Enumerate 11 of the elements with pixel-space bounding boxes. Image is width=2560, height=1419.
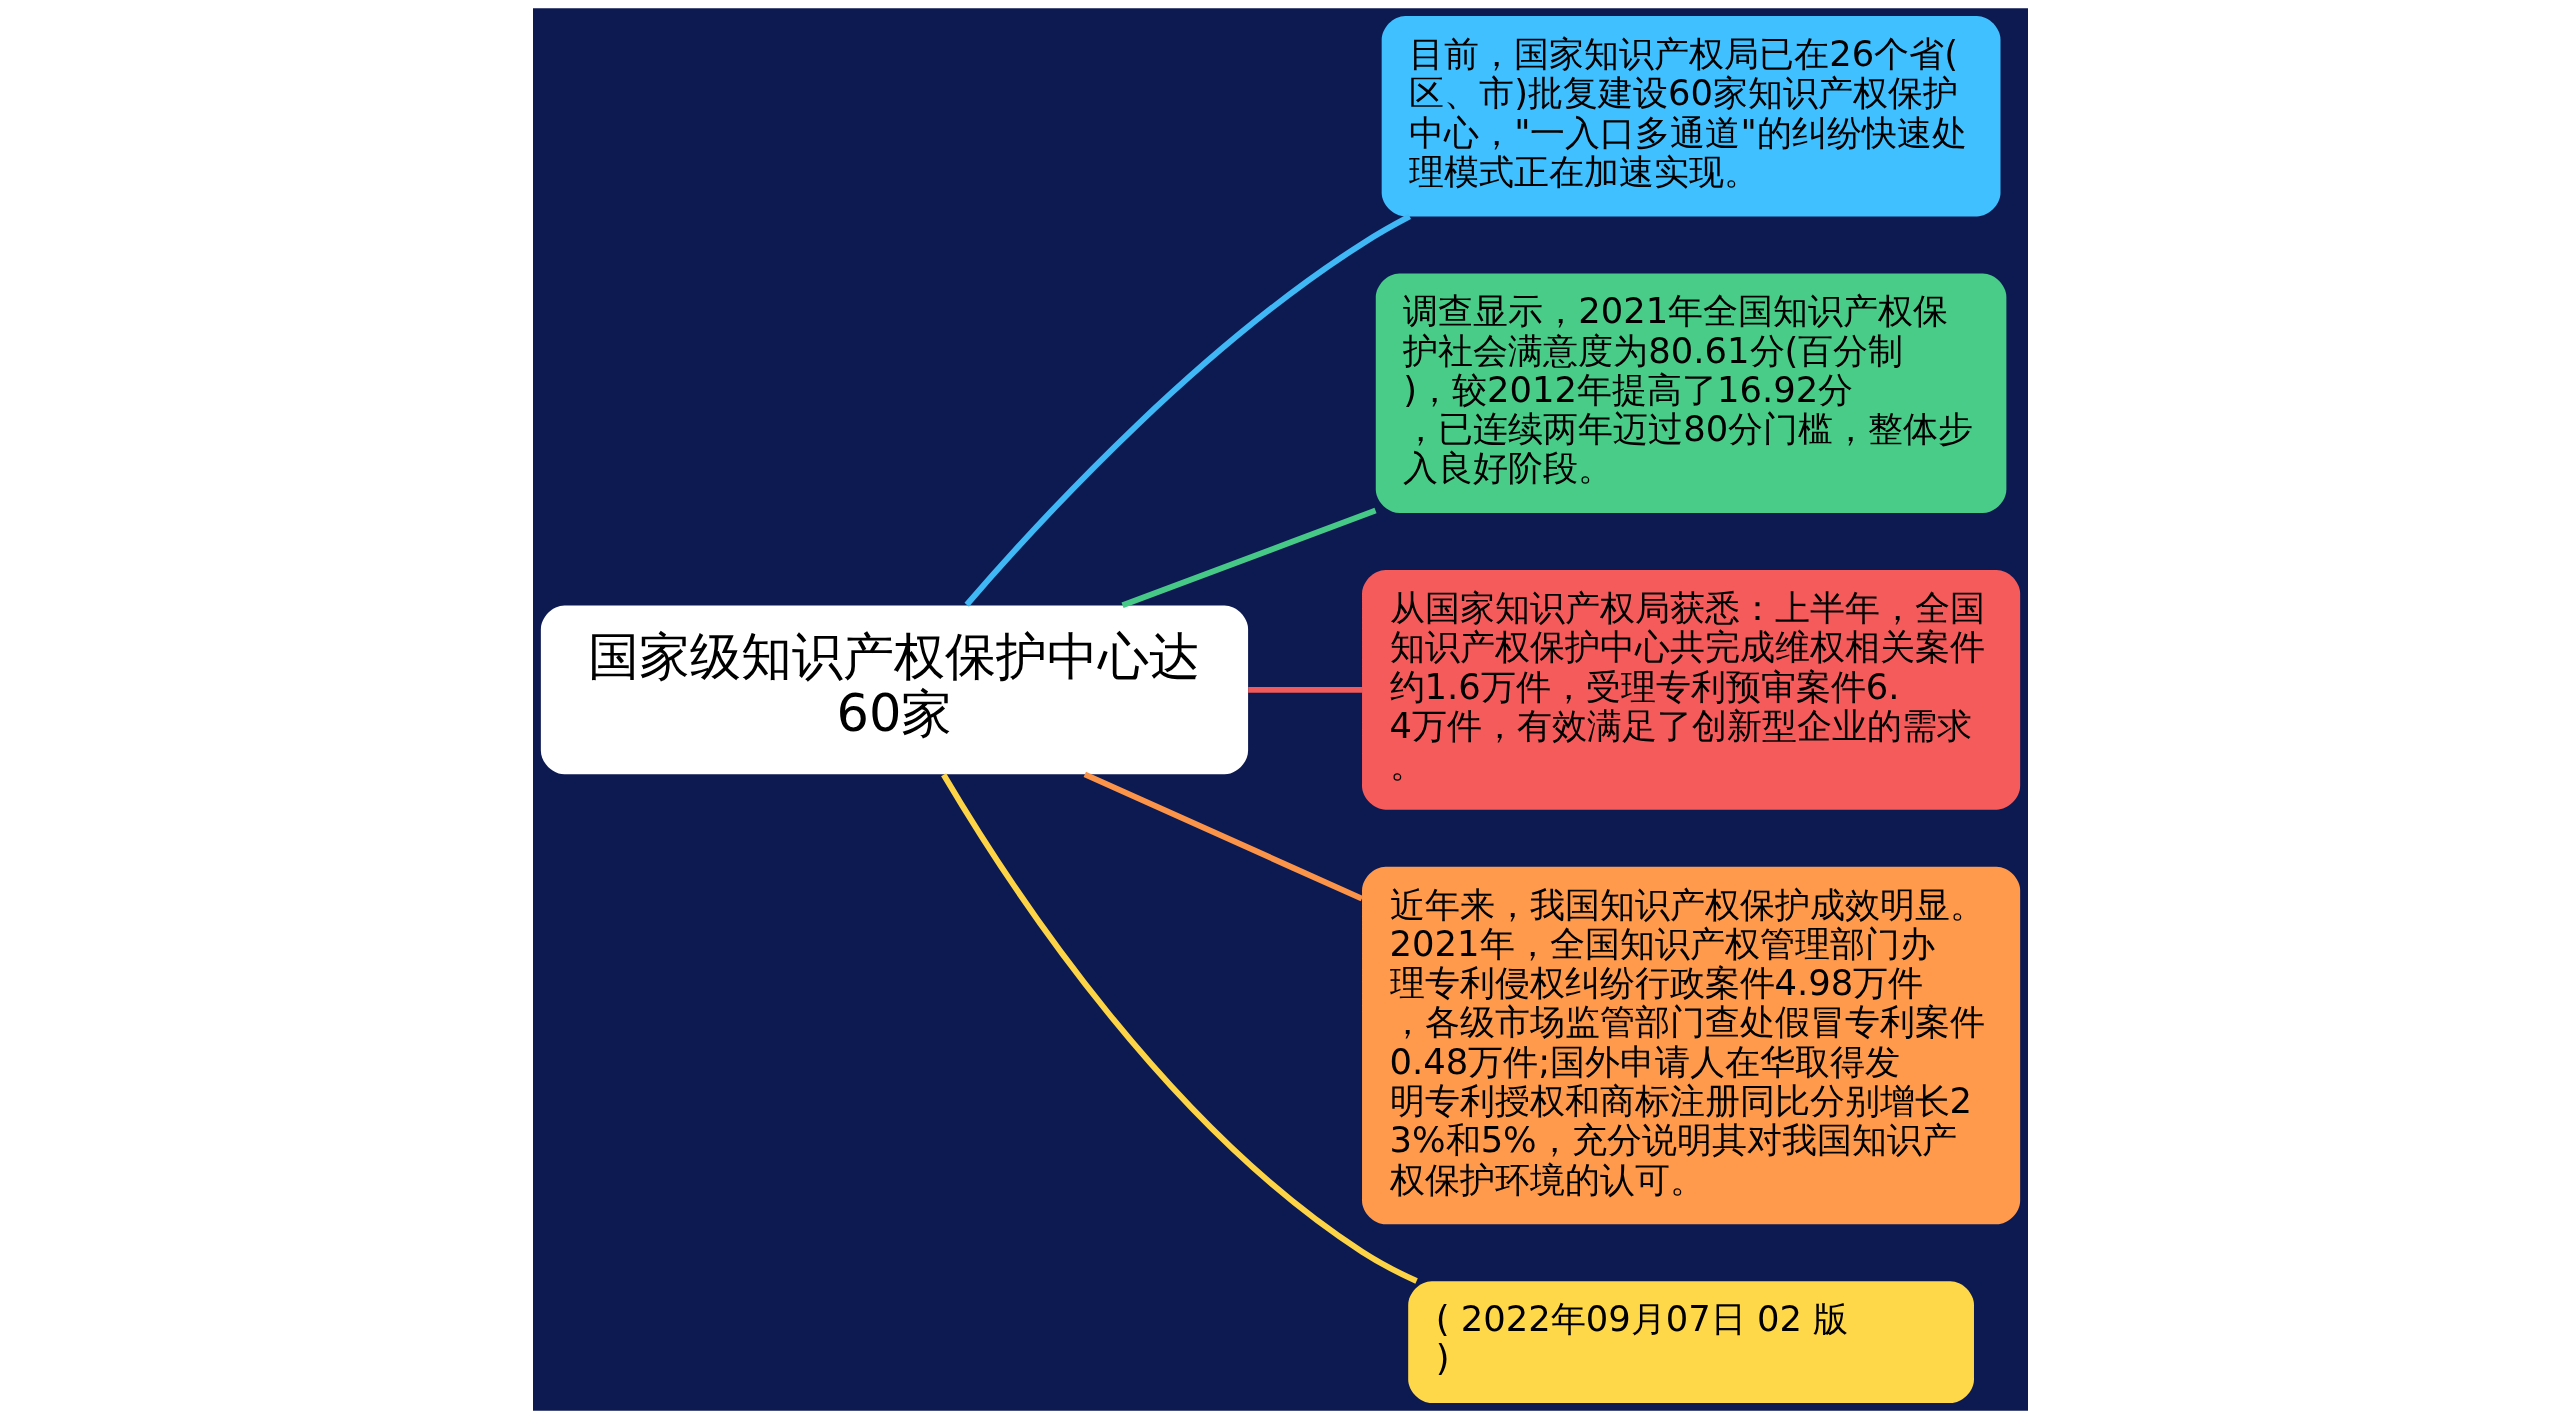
node-box: 国家级知识产权保护中心达60家 [540, 605, 1248, 775]
node-box: 从国家知识产权局获悉：上半年，全国知识产权保护中心共完成维权相关案件约1.6万件，受理专利预审案件6.4万件，有效满足了创新型企业的需求。 [1361, 570, 2020, 810]
connector [1247, 686, 1362, 693]
connector [1121, 507, 1377, 608]
node-box: ( 2022年09月07日 02 版) [1407, 1281, 1974, 1403]
connector [940, 773, 1418, 1284]
node-box: 近年来，我国知识产权保护成效明显。2021年，全国知识产权管理部门办理专利侵权纠纷行政案件4.98万件，各级市场监管部门查处假冒专利案件0.48万件;国外申请人在华取得发明专利授权和商标注册同比分别增长23%和5%，充分说明其对我国知识产权保护环境的认可。 [1361, 866, 2020, 1225]
connector [964, 213, 1411, 607]
node-box: 目前，国家知识产权局已在26个省(区、市)批复建设60家知识产权保护中心，"一入口多通道"的纠纷快速处理模式正在加速实现。 [1381, 16, 2000, 217]
node-box: 调查显示，2021年全国知识产权保护社会满意度为80.61分(百分制)，较2012年提高了16.92分，已连续两年迈过80分门槛，整体步入良好阶段。 [1375, 273, 2006, 514]
connector [1083, 771, 1363, 902]
